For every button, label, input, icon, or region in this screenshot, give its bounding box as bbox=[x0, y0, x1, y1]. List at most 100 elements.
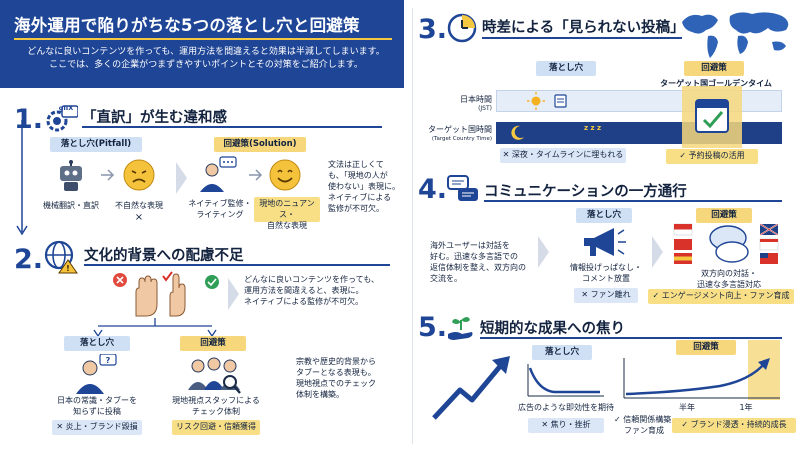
page-subtitle: どんなに良いコンテンツを作っても、運用方法を間違えると効果は半減してしまいます。… bbox=[14, 46, 398, 72]
s1-result-line-2: 自然な表現 bbox=[267, 221, 307, 230]
section-4-number: 4. bbox=[418, 174, 448, 205]
long-term-growth-chart bbox=[623, 358, 780, 399]
s4-solution-tag: 回避策 bbox=[696, 208, 752, 223]
s2-note: どんなに良いコンテンツを作っても、 運用方法を間違えると、表現に。 ネイティブに… bbox=[244, 274, 404, 307]
one-year-highlight bbox=[748, 340, 780, 400]
s3-golden-time-label: ターゲット国ゴールデンタイム bbox=[660, 79, 772, 88]
s1-result-chip: 現地のニュアンス・ 自然な表現 bbox=[254, 197, 320, 230]
section-1-number: 1. bbox=[14, 104, 44, 135]
s2-solution-chip: リスク回避・信頼獲得 bbox=[172, 420, 260, 435]
s5-solution-label: ✓ 信頼関係構築・ ファン育成 bbox=[614, 414, 696, 436]
s2-side-note-line-1: 宗教や歴史的背景から bbox=[296, 357, 376, 366]
s2-solution-label: 現地視点スタッフによる チェック体制 bbox=[166, 395, 266, 417]
section-2-number: 2. bbox=[14, 244, 44, 275]
section-5-title: 短期的な成果への焦り bbox=[480, 321, 625, 337]
s4-note: 海外ユーザーは対話を 好む。迅速な多言語での 返信体制を整え、双方向の 交流を。 bbox=[430, 240, 534, 284]
local-staff-team-icon bbox=[188, 357, 241, 394]
s3-zzz: z z z bbox=[584, 124, 602, 132]
section-5-underline bbox=[480, 337, 782, 339]
confused-person-icon: ? bbox=[76, 354, 117, 394]
s4-pitfall-label-line-1: 情報投げっぱなし・ bbox=[570, 263, 642, 272]
section-2-underline bbox=[84, 264, 390, 266]
s4-note-line-3: 返信体制を整え、双方向の bbox=[430, 263, 526, 272]
s1-native-label-line-2: ライティング bbox=[196, 210, 244, 219]
s2-side-note: 宗教や歴史的背景から タブーとなる表現も。 現地視点でのチェック 体制を構築。 bbox=[296, 356, 402, 400]
s3-jst-label-sub: (JST) bbox=[478, 105, 492, 112]
s5-one-year-label: 1年 bbox=[739, 403, 753, 412]
s4-solution-label-line-1: 双方向の対話・ bbox=[701, 269, 757, 278]
s1-note-line-2: も、「現地の人が bbox=[328, 171, 388, 180]
branch-connector bbox=[93, 318, 217, 338]
s5-solution-label-line-2: ファン育成 bbox=[624, 426, 664, 435]
s4-solution-label-line-2: 迅速な多言語対応 bbox=[697, 280, 761, 289]
gear-icon bbox=[46, 105, 78, 132]
s4-pitfall-label: 情報投げっぱなし・ コメント放置 bbox=[566, 262, 646, 284]
s5-pitfall-chip: ✕ 焦り・挫折 bbox=[528, 418, 604, 433]
s4-note-line-4: 交流を。 bbox=[430, 274, 462, 283]
clock-icon bbox=[447, 13, 477, 43]
s3-jst-label: 日本時間 (JST) bbox=[428, 94, 492, 113]
s1-sad-label: 不自然な表現 bbox=[115, 201, 163, 210]
svg-text:?: ? bbox=[106, 356, 111, 365]
s2-note-line-1: どんなに良いコンテンツを作っても、 bbox=[244, 275, 379, 284]
header-banner bbox=[0, 0, 404, 88]
s4-pitfall-tag: 落とし穴 bbox=[576, 208, 632, 223]
growth-arrow-graphic bbox=[432, 356, 510, 420]
s1-native-label-line-1: ネイティブ監修・ bbox=[188, 199, 252, 208]
s2-note-line-3: ネイティブによる監修が不可欠。 bbox=[244, 297, 364, 306]
s2-solution-tag: 回避策 bbox=[180, 336, 246, 351]
s3-solution-tag: 回避策 bbox=[684, 61, 744, 76]
happy-face-icon bbox=[269, 159, 301, 191]
s3-pitfall-tag: 落とし穴 bbox=[536, 61, 596, 76]
page-subtitle-line-2: ここでは、多くの企業がつまずきやすいポイントとその対策をご紹介します。 bbox=[49, 60, 363, 70]
column-divider bbox=[412, 8, 413, 444]
section-4-underline bbox=[484, 200, 782, 202]
s2-pitfall-label-line-2: 知らずに投稿 bbox=[73, 407, 121, 416]
s2-pitfall-chip: ✕ 炎上・ブランド毀損 bbox=[52, 420, 142, 435]
robot-icon bbox=[60, 160, 82, 191]
megaphone-icon bbox=[584, 228, 626, 256]
s1-native-label: ネイティブ監修・ ライティング bbox=[184, 198, 256, 220]
s1-solution-tag: 回避策(Solution) bbox=[214, 137, 306, 152]
world-map-graphic bbox=[682, 12, 789, 58]
translate-icon-text: gIIX bbox=[58, 104, 74, 112]
calendar-icon bbox=[695, 99, 729, 133]
s1-note-line-4: ネイティブによる bbox=[328, 193, 392, 202]
s3-target-time-main: ターゲット国時間 bbox=[428, 125, 492, 134]
s1-sad-mark: × bbox=[134, 212, 144, 223]
moon-icon bbox=[511, 125, 524, 140]
s5-pitfall-label: 広告のような即効性を期待 bbox=[518, 403, 614, 412]
s4-pitfall-label-line-2: コメント放置 bbox=[582, 274, 630, 283]
document-icon bbox=[554, 94, 567, 108]
s4-note-line-2: 好む。迅速な多言語での bbox=[430, 252, 518, 261]
arrow-right-icon bbox=[101, 169, 115, 181]
section-connector-line bbox=[16, 120, 28, 236]
s1-result-line-1: 現地のニュアンス・ bbox=[259, 199, 315, 219]
native-speaker-icon bbox=[200, 156, 237, 192]
frustrated-face-icon bbox=[123, 159, 155, 191]
s5-solution-tag: 回避策 bbox=[676, 340, 736, 355]
s3-target-time-label: ターゲット国時間 (Target Country Time) bbox=[420, 124, 492, 143]
section-1-title: 「直訳」が生む違和感 bbox=[82, 110, 227, 126]
s1-note-line-3: 使わない」表現に。 bbox=[328, 182, 400, 191]
s5-solution-label-line-1: ✓ 信頼関係構築・ bbox=[614, 415, 680, 424]
arrow-right-icon bbox=[249, 169, 263, 181]
s4-pitfall-chip: ✕ ファン離れ bbox=[574, 288, 638, 303]
s5-solution-chip: ✓ ブランド浸透・持続的成長 bbox=[672, 418, 796, 433]
svg-text:!: ! bbox=[66, 264, 70, 273]
section-3-underline bbox=[482, 37, 682, 39]
s4-solution-chip: ✓ エンゲージメント向上・ファン育成 bbox=[648, 289, 794, 304]
s2-chevron bbox=[228, 278, 239, 310]
multilingual-chat-icon bbox=[673, 223, 779, 264]
s3-jst-label-main: 日本時間 bbox=[460, 95, 492, 104]
s2-pitfall-label-line-1: 日本の常識・タブーを bbox=[57, 396, 137, 405]
s2-solution-label-line-1: 現地視点スタッフによる bbox=[172, 396, 260, 405]
s4-note-line-1: 海外ユーザーは対話を bbox=[430, 241, 510, 250]
s2-side-note-line-2: タブーとなる表現も。 bbox=[296, 368, 376, 377]
section-1-underline bbox=[82, 126, 382, 128]
globe-warning-icon: ! bbox=[44, 240, 78, 274]
s2-note-line-2: 運用方法を間違えると、表現に。 bbox=[244, 286, 364, 295]
section-2-title: 文化的背景への配慮不足 bbox=[84, 248, 244, 264]
s5-half-year-label: 半年 bbox=[679, 403, 695, 412]
s2-solution-label-line-2: チェック体制 bbox=[192, 407, 240, 416]
